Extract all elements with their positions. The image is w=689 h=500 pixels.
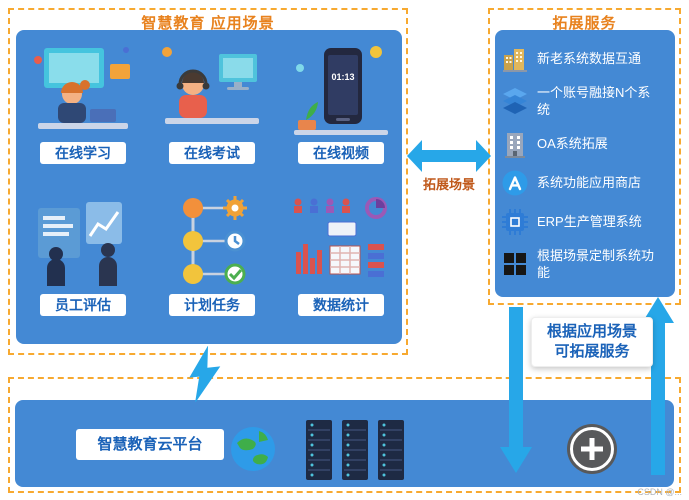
scene-label-online-learning: 在线学习 [40, 142, 126, 164]
scenarios-panel-title: 智慧教育 应用场景 [141, 15, 275, 32]
scene-label-online-exam: 在线考试 [169, 142, 255, 164]
online-exam-illustration [153, 40, 271, 140]
service-label: OA系统拓展 [537, 136, 608, 152]
double-arrow-icon [407, 140, 491, 172]
scene-online-video: 01:13 在线视频 [282, 40, 400, 164]
online-learning-illustration [24, 40, 142, 140]
service-list: 新老系统数据互通 一个账号融接N个系统 [495, 30, 675, 297]
planned-tasks-illustration [153, 192, 271, 292]
watermark: CSDN @... [637, 487, 682, 497]
scene-label-planned-tasks: 计划任务 [169, 294, 255, 316]
services-panel-title: 拓展服务 [552, 15, 617, 32]
employee-evaluation-illustration [24, 192, 142, 292]
server-racks-icon [305, 419, 405, 482]
data-statistics-illustration [282, 192, 400, 292]
scene-label-data-statistics: 数据统计 [298, 294, 384, 316]
layers-icon [501, 87, 529, 115]
service-item-app-store: 系统功能应用商店 [501, 169, 669, 197]
expand-note: 根据应用场景 可拓展服务 [531, 317, 653, 367]
down-arrow-icon [500, 307, 532, 473]
cpu-chip-icon [501, 208, 529, 236]
service-item-oa: OA系统拓展 [501, 130, 669, 158]
service-label: 系统功能应用商店 [537, 175, 642, 191]
expand-note-line2: 可拓展服务 [554, 343, 630, 360]
grid-squares-icon [501, 250, 529, 278]
connector-label: 拓展场景 [422, 177, 475, 192]
phone-screen-text: 01:13 [331, 72, 354, 82]
service-item-data-interop: 新老系统数据互通 [501, 45, 669, 73]
scene-online-learning: 在线学习 [24, 40, 142, 164]
buildings-icon [501, 45, 529, 73]
platform-label: 智慧教育云平台 [76, 429, 224, 460]
scene-label-online-video: 在线视频 [298, 142, 384, 164]
service-label: 新老系统数据互通 [537, 51, 642, 67]
app-store-icon [501, 169, 529, 197]
plus-circle-icon [570, 427, 614, 471]
lightning-bolt-icon [189, 346, 221, 402]
globe-icon [230, 426, 276, 472]
scene-employee-evaluation: 员工评估 [24, 192, 142, 316]
service-item-custom: 根据场景定制系统功能 [501, 247, 669, 282]
scene-label-employee-evaluation: 员工评估 [40, 294, 126, 316]
scene-online-exam: 在线考试 [153, 40, 271, 164]
office-building-icon [501, 130, 529, 158]
scene-planned-tasks: 计划任务 [153, 192, 271, 316]
online-video-illustration: 01:13 [282, 40, 400, 140]
service-item-erp: ERP生产管理系统 [501, 208, 669, 236]
service-item-one-account: 一个账号融接N个系统 [501, 84, 669, 119]
scene-data-statistics: 数据统计 [282, 192, 400, 316]
up-arrow-icon [642, 297, 674, 475]
service-label: 一个账号融接N个系统 [537, 84, 651, 118]
service-label: ERP生产管理系统 [537, 214, 642, 230]
expand-note-line1: 根据应用场景 [546, 322, 637, 340]
service-label: 根据场景定制系统功能 [537, 247, 655, 281]
